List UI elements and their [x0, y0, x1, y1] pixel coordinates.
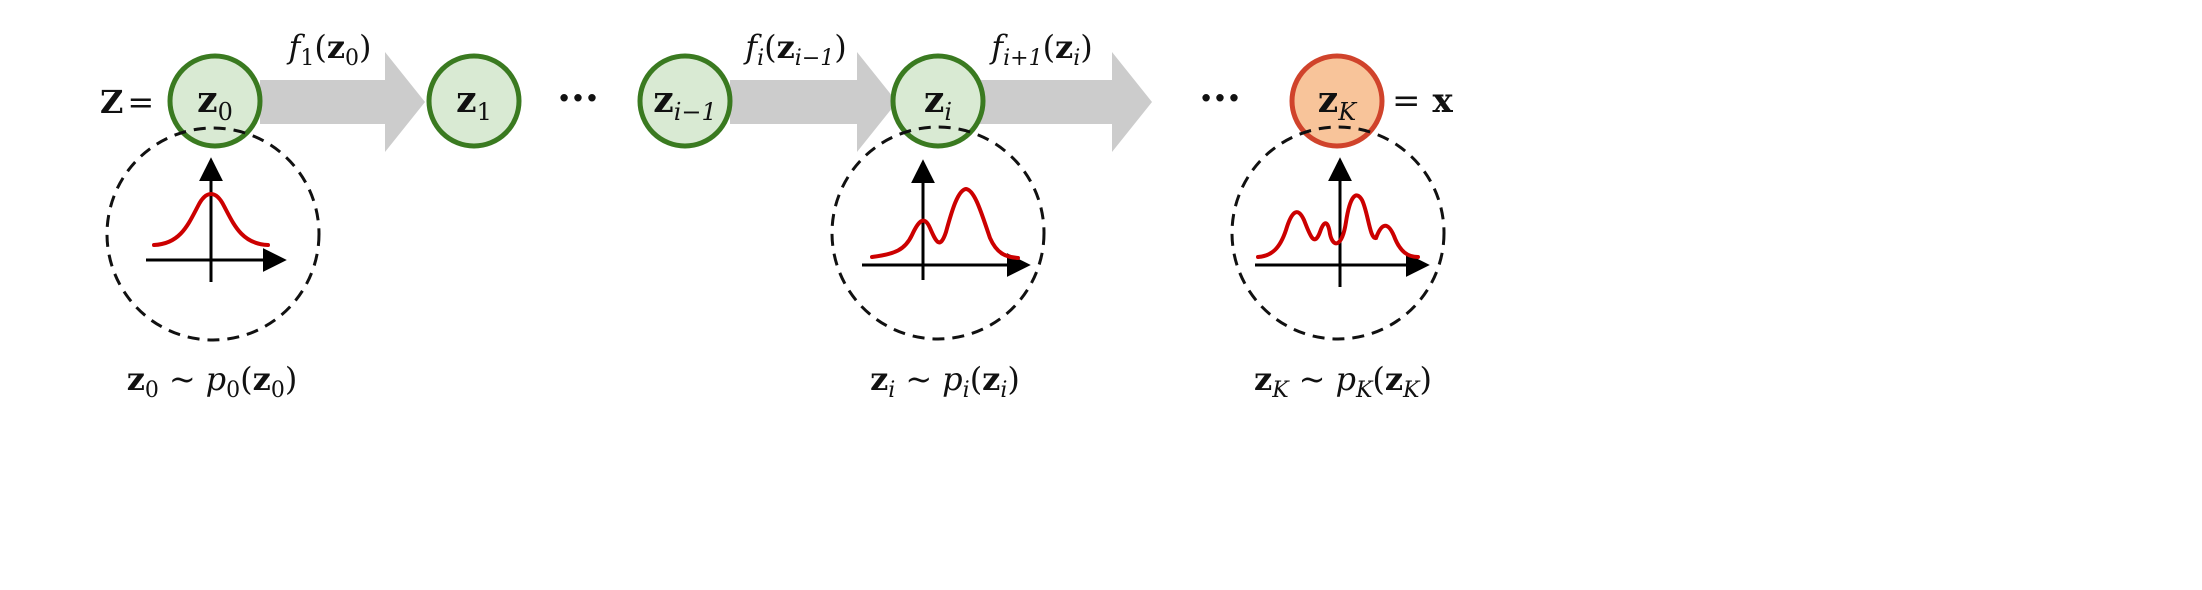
node-label: zi: [924, 79, 952, 126]
density-curve: [1256, 193, 1420, 259]
density-curve: [870, 186, 1020, 260]
distribution-inset-0: [105, 126, 321, 342]
node-label: z1: [456, 79, 492, 126]
flow-arrow-1: [260, 52, 425, 152]
distribution-inset-K: [1230, 125, 1446, 341]
ellipsis-1: ···: [557, 75, 599, 122]
node-z-K: zK: [1289, 53, 1385, 149]
flow-arrow-shape: [980, 52, 1152, 152]
flow-label-1: f1(z0): [287, 28, 372, 71]
flow-label-i: fi(zi−1): [743, 28, 847, 71]
node-z1: z1: [426, 53, 522, 149]
flow-arrow-shape: [260, 52, 425, 152]
node-circle-output: [1289, 53, 1385, 149]
flow-label-i-plus-1: fi+1(zi): [989, 28, 1093, 71]
node-circle: [637, 53, 733, 149]
node-circle: [167, 53, 263, 149]
distribution-inset-i: [830, 125, 1046, 341]
node-label: z0: [197, 79, 233, 126]
density-curve: [152, 192, 270, 247]
prefix-label: Z=: [100, 83, 154, 121]
dashed-circle: [830, 125, 1046, 341]
dashed-circle: [105, 126, 321, 342]
node-z-i: zi: [890, 53, 986, 149]
ellipsis-2: ···: [1199, 75, 1241, 122]
node-z0: z0: [167, 53, 263, 149]
flow-arrow-i-plus-1: [980, 52, 1152, 152]
flow-arrow-shape: [730, 52, 897, 152]
suffix-label: =x: [1392, 81, 1454, 121]
node-z-i-minus-1: zi−1: [637, 53, 733, 149]
node-circle: [426, 53, 522, 149]
flow-arrow-i: [730, 52, 897, 152]
node-circle: [890, 53, 986, 149]
distribution-caption-i: zi~pi(zi): [870, 360, 1020, 403]
node-label: zK: [1318, 79, 1358, 126]
distribution-caption-K: zK~pK(zK): [1254, 360, 1432, 403]
distribution-caption-0: z0~p0(z0): [127, 360, 298, 403]
dashed-circle: [1230, 125, 1446, 341]
node-label: zi−1: [653, 79, 717, 126]
